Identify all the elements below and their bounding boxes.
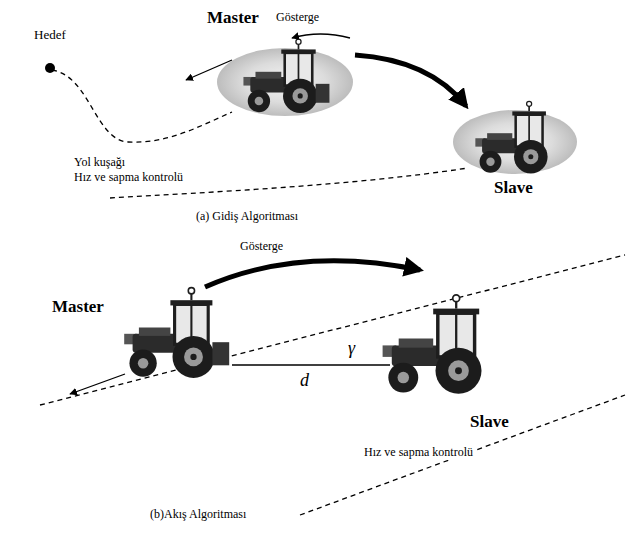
master-tractor (124, 288, 229, 378)
slave-tractor (383, 295, 482, 394)
unit-name: Slave (470, 412, 509, 432)
slave-tractor (475, 101, 547, 173)
signal-arrow (205, 261, 420, 287)
unit-name: Master (52, 297, 104, 317)
signal-arrow (355, 55, 466, 106)
distance-line (232, 364, 390, 366)
lane-line (40, 255, 625, 515)
panel-caption: (a) Gidiş Algoritması (196, 210, 298, 224)
panel-caption: (b)Akış Algoritması (150, 508, 246, 522)
band-label: Yol kuşağı (74, 156, 125, 170)
signal-label: Gösterge (240, 240, 283, 254)
signal-arrow (292, 34, 350, 38)
heading-arrow (186, 60, 232, 80)
target-dot (45, 63, 55, 73)
heading-arrow (70, 374, 125, 394)
unit-name: Master (207, 8, 259, 28)
angle-symbol: γ (346, 338, 357, 359)
control-label: Hız ve sapma kontrolü (74, 171, 183, 185)
distance-symbol: d (298, 370, 311, 391)
unit-name: Slave (494, 178, 533, 198)
master-tractor (243, 39, 329, 113)
control-label: Hız ve sapma kontrolü (362, 446, 475, 460)
signal-label: Gösterge (276, 11, 319, 25)
target-label: Hedef (34, 28, 66, 43)
